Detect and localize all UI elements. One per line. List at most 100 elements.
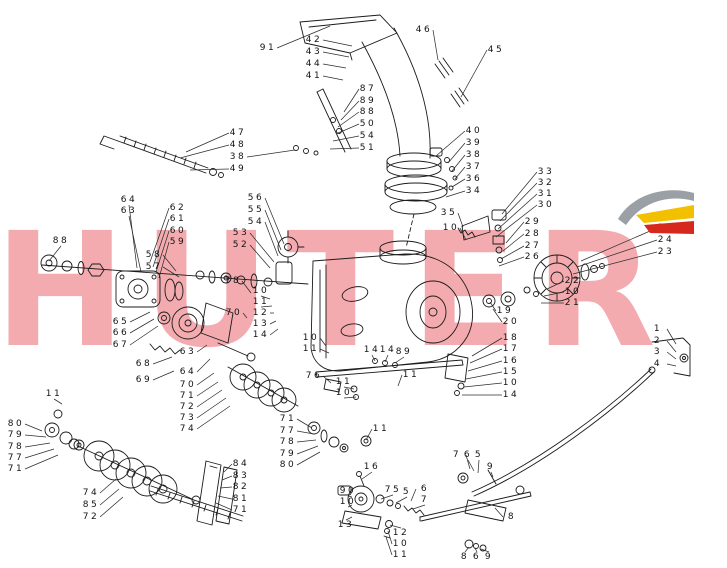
part-number-5: 5 xyxy=(474,450,484,460)
part-number-10: 10 xyxy=(564,287,582,297)
leader-line xyxy=(241,280,252,294)
leader-line xyxy=(329,147,360,150)
part-number-51: 51 xyxy=(359,143,377,153)
leader-line xyxy=(24,423,43,432)
leader-line xyxy=(494,507,504,518)
leader-line xyxy=(319,348,330,354)
part-number-49: 49 xyxy=(229,164,247,174)
part-number-64: 64 xyxy=(120,195,138,205)
part-number-84: 84 xyxy=(232,459,250,469)
part-number-71: 71 xyxy=(179,391,197,401)
part-number-11: 11 xyxy=(45,389,63,399)
leader-line xyxy=(489,301,497,312)
brand-watermark: HUTER xyxy=(0,199,672,383)
leader-line xyxy=(196,381,219,397)
leader-line xyxy=(99,496,124,518)
leader-line xyxy=(128,204,138,269)
leader-line xyxy=(395,496,408,504)
leader-line xyxy=(454,166,466,180)
part-number-70: 70 xyxy=(225,308,243,318)
leader-line xyxy=(322,63,347,69)
part-number-46: 46 xyxy=(415,25,433,35)
leader-line xyxy=(451,178,466,188)
part-number-57: 57 xyxy=(145,262,163,272)
part-number-30: 30 xyxy=(537,200,555,210)
leader-line xyxy=(464,546,470,553)
part-number-50: 50 xyxy=(359,119,377,129)
part-number-37: 37 xyxy=(465,162,483,172)
part-number-55: 55 xyxy=(247,205,265,215)
leader-line xyxy=(457,212,464,228)
leader-line xyxy=(498,256,525,267)
control-rod xyxy=(457,337,691,552)
part-number-72: 72 xyxy=(82,512,100,522)
part-number-61: 61 xyxy=(169,214,187,224)
part-number-19: 19 xyxy=(496,306,514,316)
part-number-24: 24 xyxy=(657,235,675,245)
part-number-15: 15 xyxy=(502,367,520,377)
part-number-11: 11 xyxy=(392,550,410,560)
part-number-71: 71 xyxy=(279,414,297,424)
part-number-8: 8 xyxy=(460,552,470,562)
part-number-26: 26 xyxy=(524,252,542,262)
part-number-27: 27 xyxy=(524,241,542,251)
part-number-7: 7 xyxy=(420,495,430,505)
leader-line xyxy=(53,398,63,405)
leader-line xyxy=(365,428,373,441)
part-number-21: 21 xyxy=(564,298,582,308)
part-number-29: 29 xyxy=(524,217,542,227)
leader-line xyxy=(152,218,170,268)
leader-line xyxy=(474,547,478,553)
part-number-74: 74 xyxy=(82,488,100,498)
leader-line xyxy=(490,471,494,478)
part-number-77: 77 xyxy=(279,426,297,436)
leader-line xyxy=(217,495,233,500)
leader-line xyxy=(345,516,353,521)
chute-tube xyxy=(361,27,458,249)
leader-line xyxy=(505,221,525,244)
part-number-8: 8 xyxy=(507,512,517,522)
part-number-28: 28 xyxy=(524,229,542,239)
part-number-39: 39 xyxy=(465,138,483,148)
skid-plates xyxy=(149,460,244,526)
part-number-14: 14 xyxy=(502,390,520,400)
part-number-38: 38 xyxy=(229,152,247,162)
leader-line xyxy=(463,382,503,388)
part-number-91: 91 xyxy=(259,43,277,53)
leader-line xyxy=(260,295,271,300)
part-number-36: 36 xyxy=(465,174,483,184)
part-number-11: 11 xyxy=(302,344,320,354)
part-number-78: 78 xyxy=(7,442,25,452)
part-number-23: 23 xyxy=(657,247,675,257)
leader-line xyxy=(264,197,285,245)
leader-line xyxy=(246,149,296,158)
leader-line xyxy=(24,454,59,470)
part-number-68: 68 xyxy=(135,359,153,369)
part-number-82: 82 xyxy=(232,482,250,492)
leader-line xyxy=(469,348,503,364)
part-number-13: 13 xyxy=(337,520,355,530)
part-number-7: 7 xyxy=(452,450,462,460)
part-number-42: 42 xyxy=(305,35,323,45)
part-number-71: 71 xyxy=(232,505,250,515)
leader-line xyxy=(179,144,230,159)
leader-line xyxy=(269,328,279,336)
part-number-80: 80 xyxy=(7,419,25,429)
leader-line xyxy=(410,488,417,502)
leader-line xyxy=(495,204,538,238)
leader-line xyxy=(343,396,357,399)
leader-line xyxy=(196,397,227,419)
leader-line xyxy=(296,451,321,466)
part-number-40: 40 xyxy=(465,126,483,136)
leader-line xyxy=(196,405,231,430)
leader-line xyxy=(155,230,170,273)
leader-line xyxy=(319,337,327,347)
part-number-6: 6 xyxy=(463,450,473,460)
part-number-63: 63 xyxy=(120,206,138,216)
leader-line xyxy=(99,488,120,506)
leader-line xyxy=(432,29,439,61)
part-number-80: 80 xyxy=(279,460,297,470)
part-number-45: 45 xyxy=(487,45,505,55)
part-number-9: 9 xyxy=(484,552,494,562)
